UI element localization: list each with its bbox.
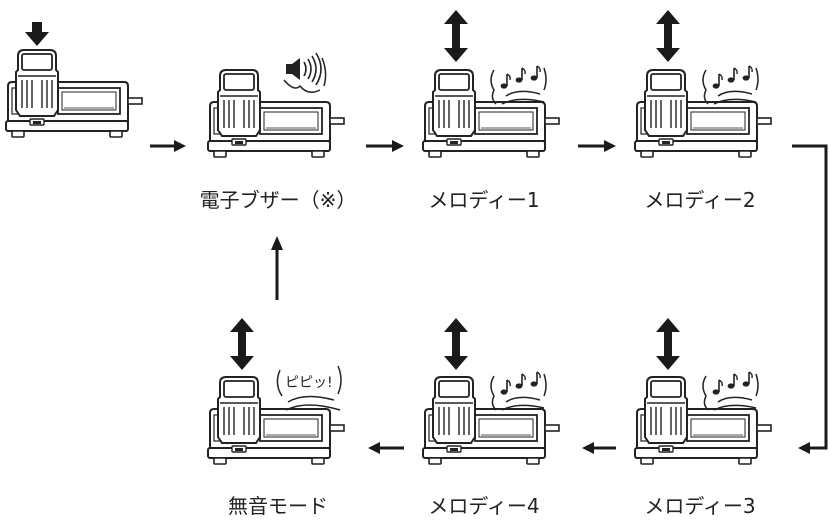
up-down-arrow-icon [230,318,254,370]
step-label-melody-1: メロディー1 [428,188,540,212]
step-label-melody-2: メロディー2 [644,188,756,212]
flow-arrow-melody1-to-melody2 [578,140,616,152]
flow-arrow-melody3-to-melody4 [582,442,616,454]
music-notes-icon [702,371,759,411]
charger-buzzer [207,69,345,158]
flow-arrow-start-to-buzzer [150,140,186,152]
up-down-arrow-icon [656,318,680,370]
flow-arrow-melody2-to-melody3 [792,144,828,454]
beep-sound-waves [276,365,342,411]
step-label-melody-3: メロディー3 [644,494,756,518]
step-label-silent: 無音モード [228,494,328,518]
music-notes-icon [702,65,759,105]
up-down-arrow-icon [656,10,680,62]
music-notes-icon [490,65,547,105]
up-down-arrow-icon [444,10,468,62]
flow-arrow-silent-to-buzzer [271,236,283,300]
up-down-arrow-icon [444,318,468,370]
flow-arrow-melody4-to-silent [368,442,404,454]
charger-start [5,49,143,138]
flow-arrow-buzzer-to-melody1 [366,140,404,152]
step-label-buzzer: 電子ブザー（※） [199,188,357,212]
beep-text: ピピッ! [285,375,333,391]
speaker-icon [283,52,327,94]
music-notes-icon [490,371,547,411]
step-label-melody-4: メロディー4 [428,494,540,518]
down-arrow-icon [25,22,49,46]
